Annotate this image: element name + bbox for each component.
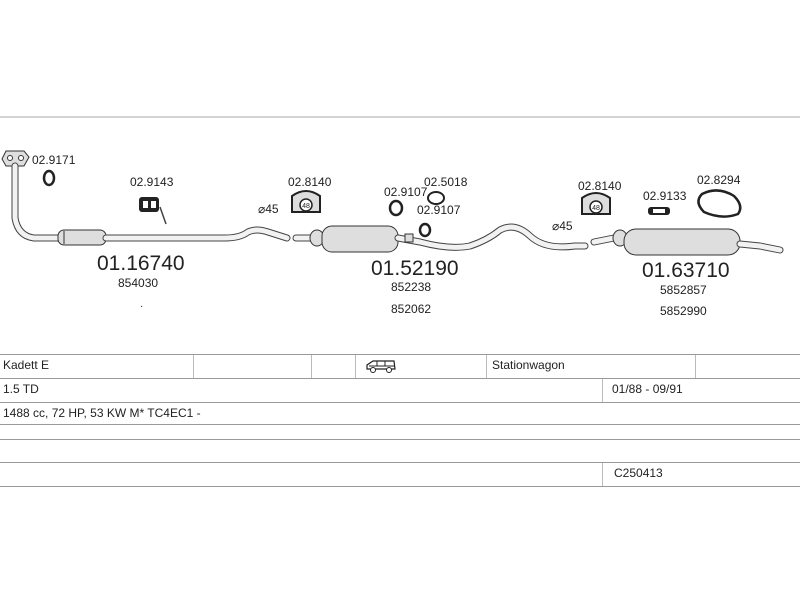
vehicle-spec: 1488 cc, 72 HP, 53 KW M* TC4EC1 - (3, 406, 201, 420)
oval-gasket-icon (697, 189, 742, 218)
svg-text:48: 48 (592, 205, 600, 212)
table-divider (695, 355, 696, 378)
vehicle-body-type: Stationwagon (492, 358, 565, 372)
centre-silencer (321, 225, 399, 253)
gasket-ring-icon (388, 199, 404, 217)
part-number-label: 02.9107 (417, 203, 461, 217)
station-wagon-icon (366, 360, 396, 373)
exhaust-system-diagram: 48 48 02.9171 02.9143 ⌀45 02.8140 02.91 (0, 116, 800, 318)
vehicle-period: 01/88 - 09/91 (612, 382, 683, 396)
table-divider (355, 355, 356, 378)
catalog-code: C250413 (614, 466, 663, 480)
table-divider (311, 355, 312, 378)
table-divider (486, 355, 487, 378)
part-number-label: 02.9133 (643, 189, 687, 203)
section-oe-number: 5852857 (660, 283, 707, 297)
gasket-ring-icon (418, 222, 432, 238)
part-number-label: 02.5018 (424, 175, 468, 189)
part-number-label: 02.8140 (578, 179, 622, 193)
section-oe-number: 5852990 (660, 304, 707, 318)
centre-silencer-assembly (292, 223, 589, 253)
section-oe-number: 854030 (118, 276, 158, 290)
rear-silencer (623, 228, 741, 256)
section-part-number: 01.16740 (97, 252, 185, 275)
manifold-flange (1, 150, 30, 167)
table-divider (602, 463, 603, 486)
table-rule (0, 439, 800, 440)
rear-silencer-assembly (590, 228, 784, 256)
table-rule (0, 402, 800, 403)
table-divider (193, 355, 194, 378)
gasket-ring-icon (42, 169, 56, 187)
part-number-label: ⌀45 (552, 219, 573, 233)
part-number-label: ⌀45 (258, 202, 279, 216)
rubber-hanger-icon (139, 197, 159, 212)
table-rule (0, 486, 800, 487)
section-part-number: 01.52190 (371, 257, 459, 280)
part-number-label: 02.8294 (697, 173, 741, 187)
part-number-label: 02.9171 (32, 153, 76, 167)
front-silencer (57, 229, 107, 246)
table-rule (0, 462, 800, 463)
front-pipe-assembly (1, 150, 291, 246)
part-number-label: 02.8140 (288, 175, 332, 189)
section-part-number: 01.63710 (642, 259, 730, 282)
part-number-label: 02.9107 (384, 185, 428, 199)
rubber-hanger-icon (648, 207, 670, 215)
table-rule (0, 354, 800, 355)
table-rule (0, 424, 800, 425)
section-oe-number: 852238 (391, 280, 431, 294)
svg-text:48: 48 (302, 203, 310, 210)
flange-bolt-hole-icon (18, 155, 24, 161)
section-oe-number: 852062 (391, 302, 431, 316)
flange-bolt-hole-icon (7, 155, 13, 161)
vehicle-engine: 1.5 TD (3, 382, 39, 396)
clamp-icon: 48 (291, 190, 321, 213)
part-number-label: 02.9143 (130, 175, 174, 189)
table-rule (0, 378, 800, 379)
table-divider (602, 379, 603, 402)
dot-mark: · (140, 301, 143, 312)
clamp-icon: 48 (581, 192, 611, 215)
vehicle-model: Kadett E (3, 358, 50, 372)
rubber-ring-icon (427, 191, 445, 205)
